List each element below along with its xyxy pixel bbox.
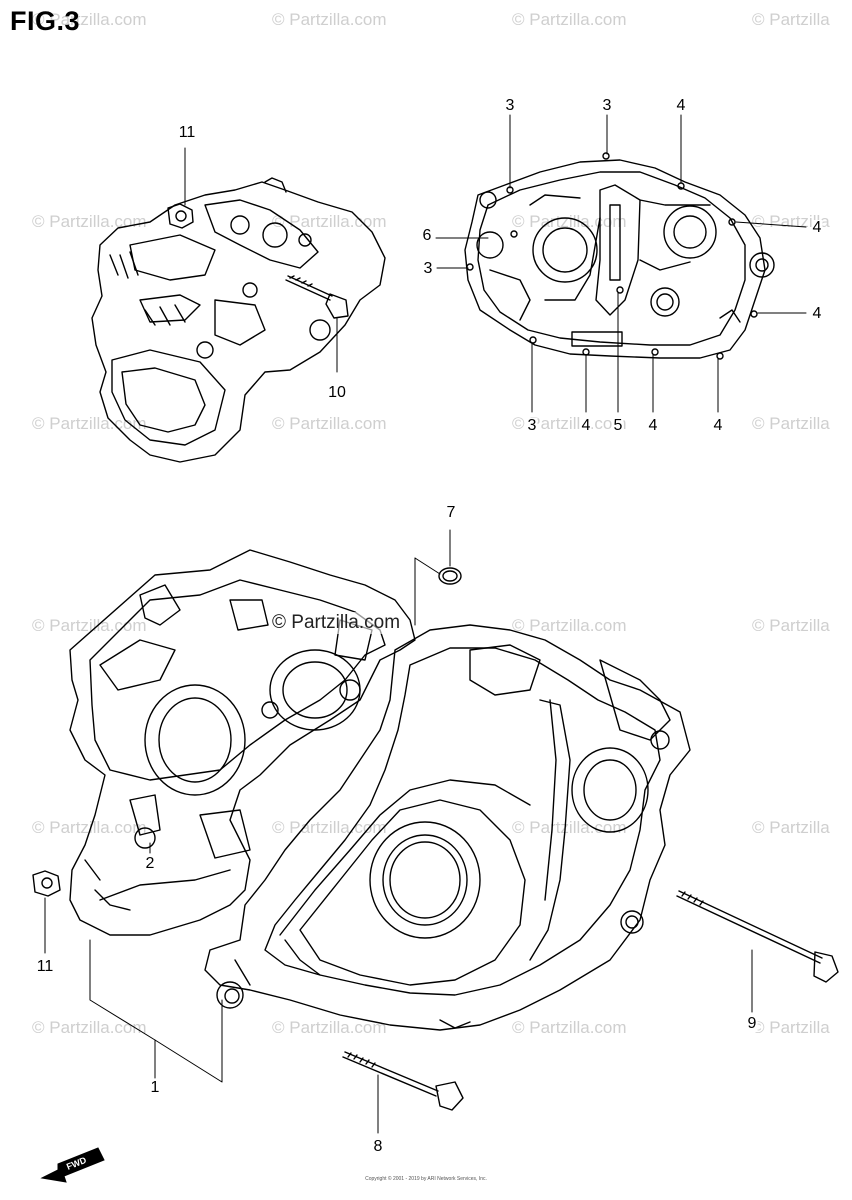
callout-3: 3 (504, 97, 516, 114)
watermark: © Partzilla.com (272, 414, 387, 433)
upper-crankcase-drawing (91, 177, 386, 463)
callout-2: 2 (144, 855, 156, 872)
crankcase-assembly-drawing (32, 549, 839, 1111)
watermark-center: © Partzilla.com (272, 612, 401, 634)
crankcase-side-view-drawing (464, 152, 775, 360)
footer-copyright: Copyright © 2001 - 2019 by ARI Network S… (0, 1176, 852, 1182)
watermark: © Partzilla (752, 616, 830, 635)
callout-3: 3 (601, 97, 613, 114)
watermark: © Partzilla.com (32, 616, 147, 635)
watermark: © Partzilla.com (32, 1018, 147, 1037)
callout-1: 1 (149, 1079, 161, 1096)
callout-10: 10 (327, 384, 347, 401)
callout-4: 4 (647, 417, 659, 434)
watermark: © Partzilla (752, 10, 830, 29)
watermark: © Partzilla.com (272, 212, 387, 231)
watermark: © Partzilla (752, 212, 830, 231)
callout-11-upper: 11 (177, 124, 197, 141)
watermark: © Partzilla.com (512, 1018, 627, 1037)
callout-11-lower: 11 (35, 958, 55, 975)
callout-6: 6 (421, 227, 433, 244)
watermark: © Partzilla.com (32, 212, 147, 231)
callout-8: 8 (372, 1138, 384, 1155)
callout-9: 9 (746, 1015, 758, 1032)
watermark: © Partzilla.com (512, 414, 627, 433)
watermark: © Partzilla (752, 414, 830, 433)
callout-5: 5 (612, 417, 624, 434)
watermark: © Partzilla (752, 1018, 830, 1037)
callout-4: 4 (675, 97, 687, 114)
watermark: © Partzilla (752, 818, 830, 837)
watermark: © Partzilla.com (512, 818, 627, 837)
watermark: © Partzilla.com (512, 10, 627, 29)
footer-copyright-text: Copyright © 2001 - 2019 by ARI Network S… (365, 1176, 487, 1182)
callout-4: 4 (712, 417, 724, 434)
callout-7: 7 (445, 504, 457, 521)
callout-3: 3 (422, 260, 434, 277)
leader-lines (44, 114, 807, 1134)
watermark: © Partzilla.com (32, 818, 147, 837)
watermark: © Partzilla.com (272, 1018, 387, 1037)
figure-title: FIG.3 (10, 6, 81, 36)
callout-4: 4 (811, 305, 823, 322)
callout-3: 3 (526, 417, 538, 434)
fwd-arrow-icon: FWD (40, 1147, 105, 1183)
callout-4: 4 (580, 417, 592, 434)
watermark: © Partzilla.com (512, 616, 627, 635)
watermark: © Partzilla.com (32, 10, 147, 29)
watermark: © Partzilla.com (272, 10, 387, 29)
callout-4: 4 (811, 219, 823, 236)
